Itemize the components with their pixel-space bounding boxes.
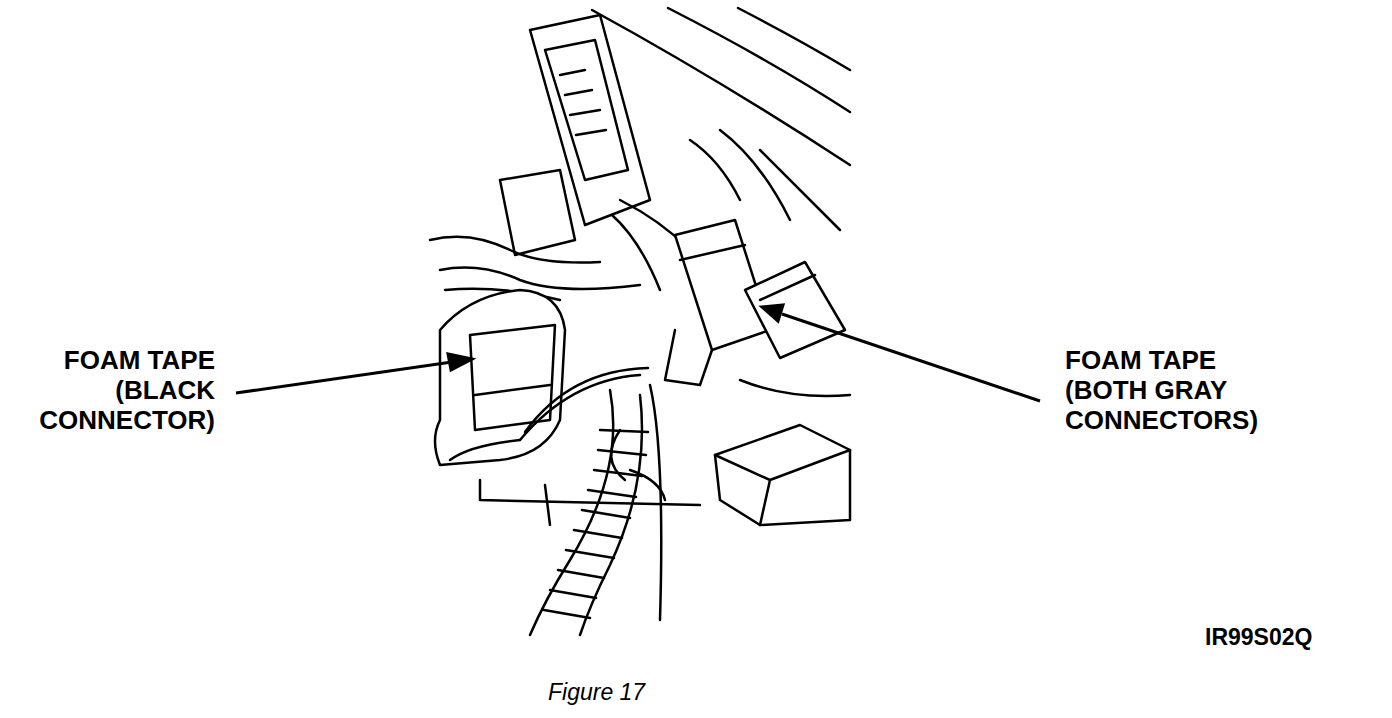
figure-code: IR99S02Q [1205,624,1375,650]
leader-line [236,362,452,393]
callout-label: FOAM TAPE (BLACK CONNECTOR) [25,345,215,435]
leader-line [782,314,1040,401]
arrowhead [762,305,783,321]
arrowhead [448,354,472,370]
figure-caption: Figure 17 [548,679,645,705]
callout-label: FOAM TAPE (BOTH GRAY CONNECTORS) [1065,345,1275,435]
